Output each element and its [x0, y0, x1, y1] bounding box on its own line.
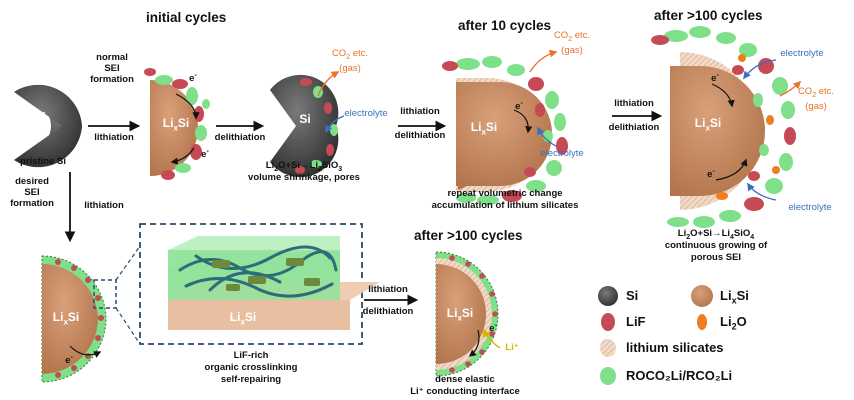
label-lixsi-dense: LixSi: [446, 306, 474, 323]
electron-arrow-5: [715, 158, 748, 181]
electrolyte-label-2: electrolyte: [540, 148, 584, 159]
label-lithiation-5: lithiation: [368, 284, 408, 295]
electron-label-4: e-: [711, 72, 719, 85]
label-normal-sei: normal SEI formation: [90, 52, 134, 85]
electrolyte-label-4: electrolyte: [788, 202, 832, 213]
label-lixsi-desired: LixSi: [52, 310, 80, 327]
title-initial-cycles: initial cycles: [146, 10, 227, 25]
title-after-100-cycles-bottom: after >100 cycles: [414, 228, 523, 243]
label-organic-crosslinking: organic crosslinking: [204, 362, 298, 373]
electron-arrow-7: [468, 329, 480, 357]
label-delithiation-3: delithiation: [608, 122, 660, 133]
sei-shell-100-cycles-porous: [651, 26, 796, 228]
label-si-delithiated: Si: [299, 112, 311, 126]
legend-organic-label: ROCO₂Li/RCO₂Li: [626, 368, 733, 383]
legend-organic-swatch: [600, 367, 616, 385]
label-volume-shrinkage: volume shrinkage, pores: [248, 172, 360, 183]
gas-arrow-2: [529, 49, 558, 73]
label-delithiation-5: delithiation: [362, 306, 414, 317]
label-accumulation: accumulation of lithium silicates: [431, 200, 579, 211]
electrolyte-label-1: electrolyte: [344, 108, 388, 119]
zoom-line-top: [115, 245, 141, 281]
label-delithiation-1: delithiation: [214, 132, 266, 143]
label-delithiation-2: delithiation: [394, 130, 446, 141]
electron-arrow-6: [69, 345, 102, 358]
label-lithiation-4: lithiation: [84, 200, 124, 211]
electron-label-3: e-: [515, 100, 523, 113]
electron-arrow-3: [513, 109, 533, 134]
gas-arrow-3: [779, 80, 802, 97]
electron-label-7: e-: [489, 322, 497, 335]
electrolyte-label-3: electrolyte: [780, 48, 824, 59]
electron-arrow-1: [175, 93, 200, 120]
legend-lif-label: LiF: [626, 314, 646, 329]
label-lixsi-10: LixSi: [470, 120, 498, 137]
electron-label-2: e-: [201, 148, 209, 161]
legend-li2o-label: Li2O: [720, 314, 747, 332]
lixsi-particle-desired-sei: [41, 255, 107, 383]
gas-arrow-1: [317, 71, 340, 97]
electrolyte-arrow-4: [747, 182, 777, 201]
label-desired-sei: desired SEI formation: [10, 176, 54, 209]
legend-si-swatch: [598, 286, 618, 306]
legend-silicate-swatch: [600, 339, 616, 357]
sei-shell-10-cycles: [442, 56, 568, 205]
legend-silicates-label: lithium silicates: [626, 340, 724, 355]
gas-label-2: CO2 etc.(gas): [553, 30, 591, 56]
electrolyte-arrow-1: [325, 115, 345, 134]
legend-lixsi-label: LixSi: [720, 288, 749, 306]
lif-blocks: [212, 258, 320, 291]
lixsi-particle-initial: [150, 80, 198, 176]
electron-arrow-4: [711, 83, 735, 108]
gas-label-3: CO2 etc.(gas): [797, 86, 835, 112]
legend-si-label: Si: [626, 288, 639, 303]
label-lithiation-2: lithiation: [400, 106, 440, 117]
label-lixsi-slab: LixSi: [229, 310, 257, 327]
label-lif-rich: LiF-rich: [233, 350, 269, 361]
legend-lixsi-swatch: [691, 285, 713, 307]
label-pristine-si: pristine Si: [20, 156, 66, 167]
electron-arrow-2: [170, 147, 195, 165]
electrolyte-arrow-2: [537, 126, 557, 147]
label-lithiation-1: lithiation: [94, 132, 134, 143]
label-li-ion: Li⁺: [505, 342, 519, 353]
gas-label-1: CO2 etc.(gas): [331, 48, 369, 74]
label-porous-sei: porous SEI: [690, 252, 742, 263]
label-repeat-volumetric: repeat volumetric change: [447, 188, 563, 199]
lixsi-particle-10-cycles: [456, 77, 552, 193]
label-lixsi-initial: LixSi: [162, 116, 190, 133]
label-continuous-growing: continuous growing of: [664, 240, 768, 251]
electrolyte-arrow-3: [743, 59, 777, 80]
delithiated-si-particle: [270, 74, 339, 178]
label-li-conducting: Li⁺ conducting interface: [410, 386, 520, 397]
pristine-si-particle: [14, 84, 82, 168]
equation-li4sio4: Li2O+Si→Li4SiO4: [677, 228, 755, 241]
equation-li2sio3: Li2O+Si→Li2SiO3: [265, 160, 343, 173]
zoom-line-bottom: [115, 307, 141, 345]
electron-label-6: e-: [65, 354, 73, 367]
legend-swatches: [598, 285, 713, 385]
title-after-10-cycles: after 10 cycles: [458, 18, 552, 33]
legend-li2o-swatch: [697, 314, 707, 330]
label-self-repairing: self-repairing: [220, 374, 282, 385]
label-lixsi-100: LixSi: [694, 116, 722, 133]
title-after-100-cycles-top: after >100 cycles: [654, 8, 763, 23]
legend-lif-swatch: [601, 313, 615, 331]
electron-label-5: e-: [707, 168, 715, 181]
li-ion-arrow: [482, 328, 501, 349]
electron-label-1: e-: [189, 72, 197, 85]
label-si-pristine: Si: [34, 110, 46, 124]
zoom-box: [93, 279, 117, 309]
label-dense-elastic: dense elastic: [435, 374, 495, 385]
label-lithiation-3: lithiation: [614, 98, 654, 109]
crosslinked-fibers: [178, 245, 338, 298]
